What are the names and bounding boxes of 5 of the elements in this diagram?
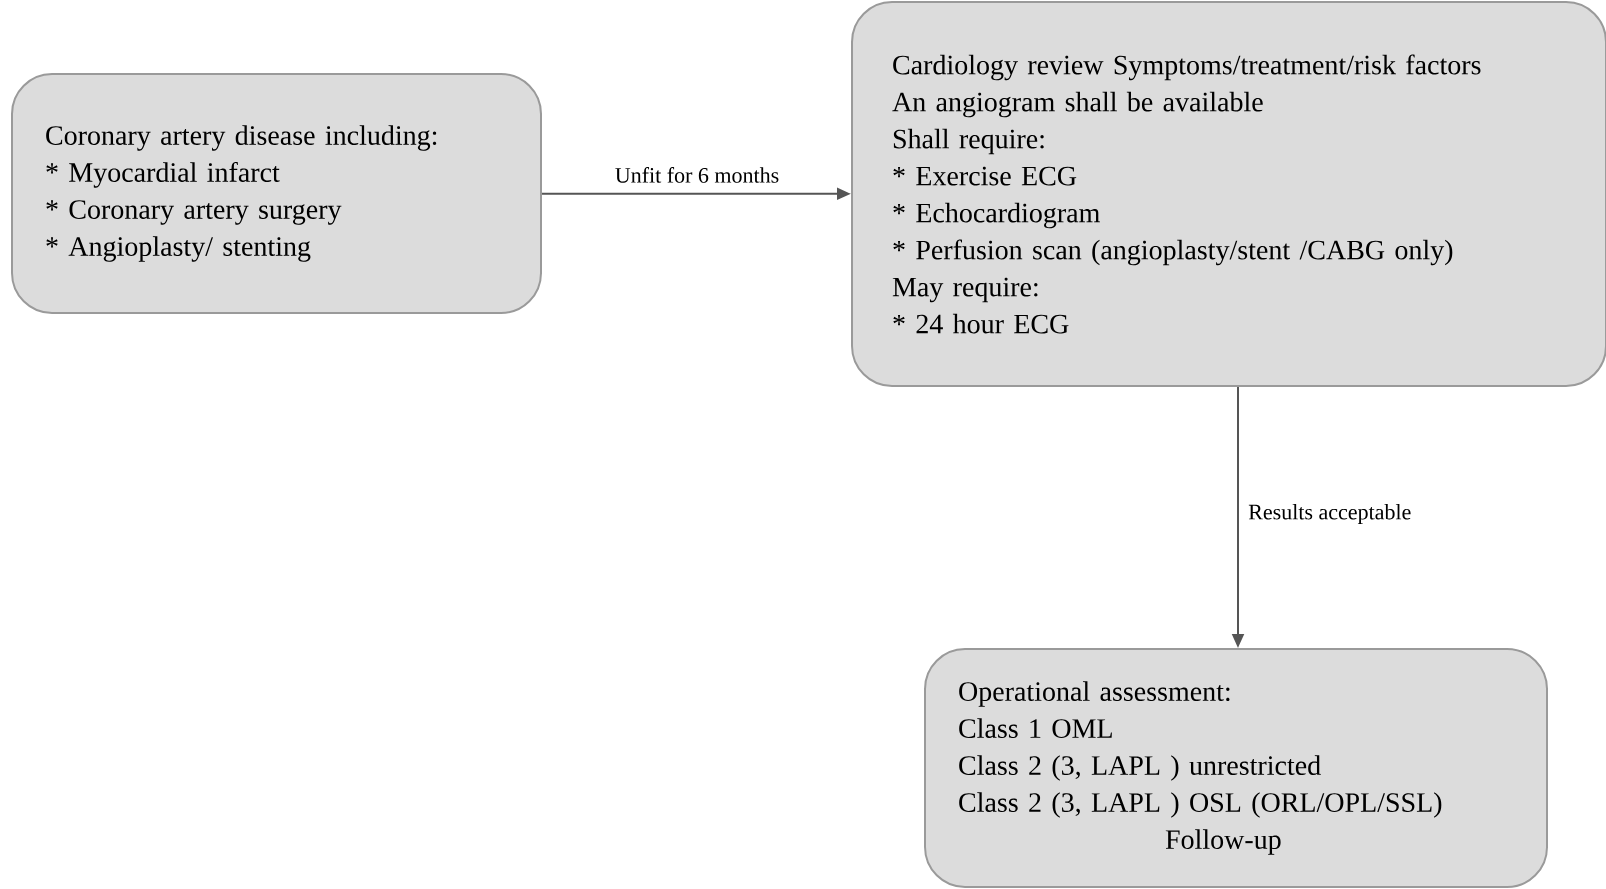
- edge-label: Results acceptable: [1248, 504, 1411, 524]
- process-box: Coronary artery disease including: * Myocardial infarct * Coronary artery surgery * Angioplasty/ stenting: [11, 73, 542, 314]
- edge-label: Unfit for 6 months: [615, 167, 779, 183]
- process-box: Operational assessment: Class 1 OML Class 2 (3, LAPL ) unrestricted Class 2 (3, LAPL ) OSL (ORL/OPL/SSL) Follow-up: [924, 648, 1548, 888]
- process-box: Cardiology review Symptoms/treatment/risk factors An angiogram shall be available Shall require: * Exercise ECG * Echocardiogram * Perfusion scan (angioplasty/stent /CABG only) May require: * 24 hour ECG: [851, 1, 1606, 387]
